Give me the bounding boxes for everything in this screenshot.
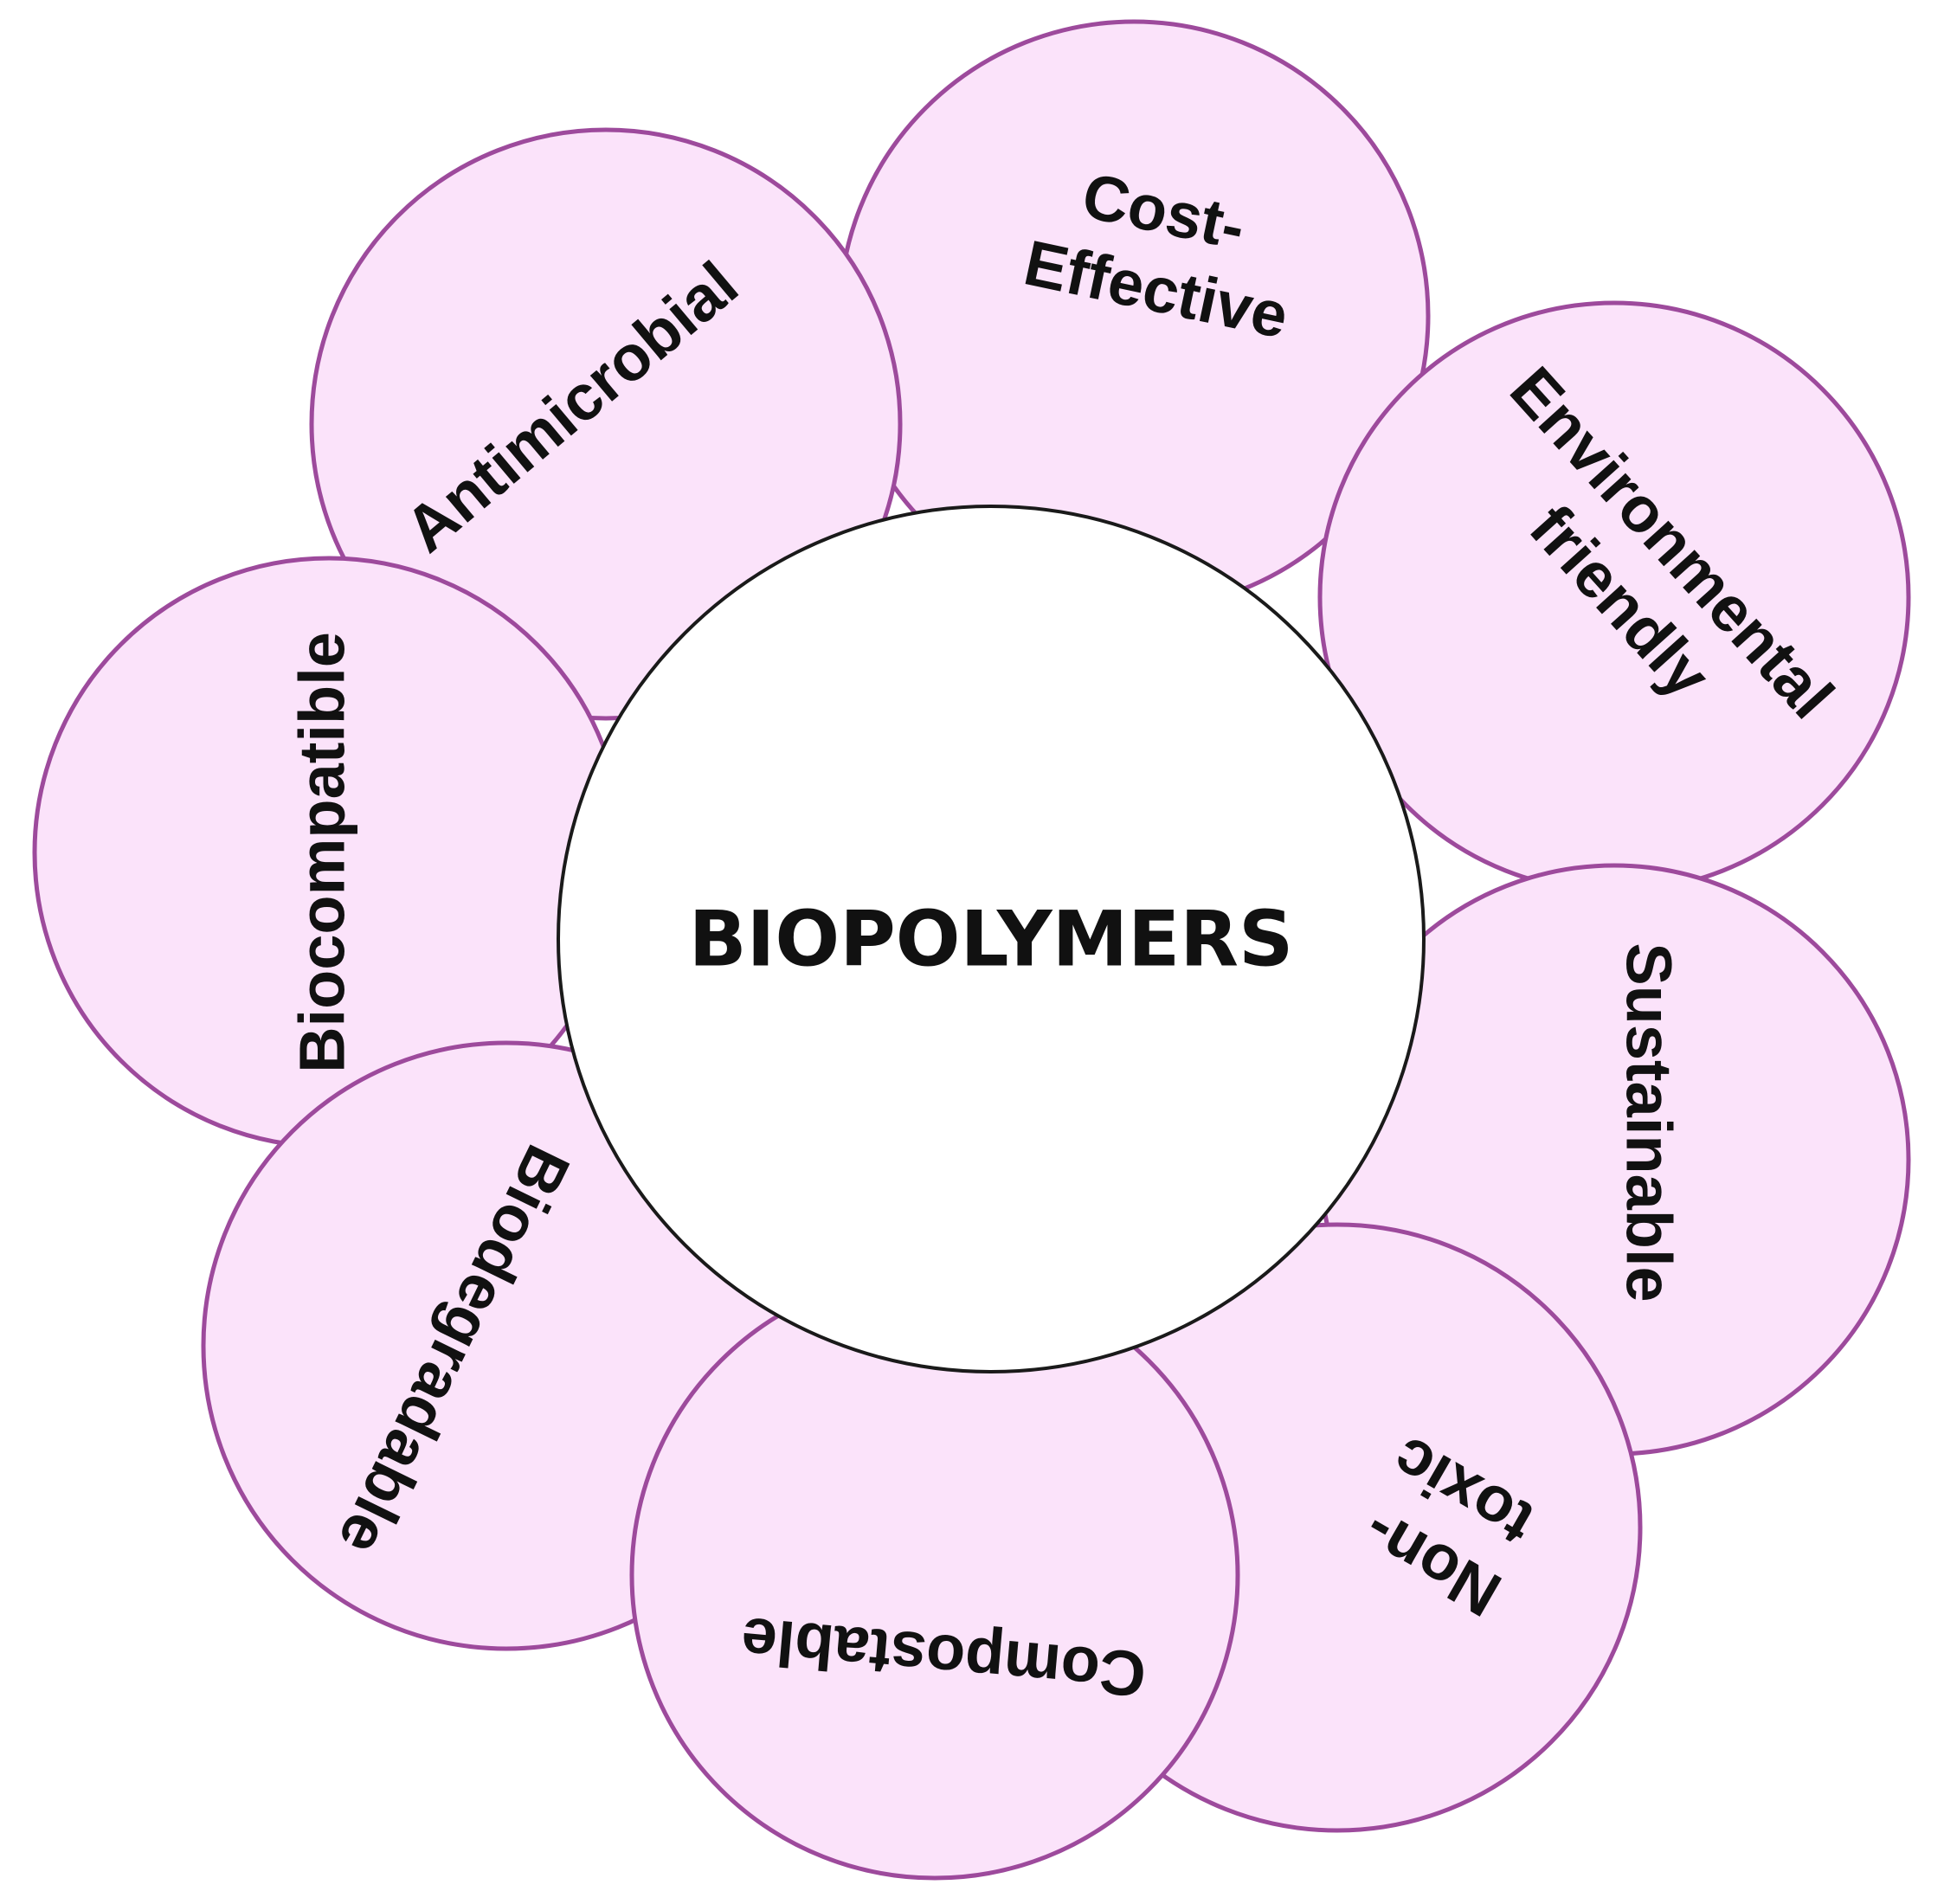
petal-antimicrobial	[309, 127, 903, 721]
petal-label-sustainable: Sustainable	[1613, 942, 1685, 1302]
center-circle	[557, 505, 1426, 1373]
petal-label-biocompatible: Biocompatible	[286, 632, 358, 1073]
petals	[32, 19, 1911, 1881]
center-node: BIOPOLYMERS	[557, 505, 1426, 1373]
center-label: BIOPOLYMERS	[689, 895, 1294, 984]
